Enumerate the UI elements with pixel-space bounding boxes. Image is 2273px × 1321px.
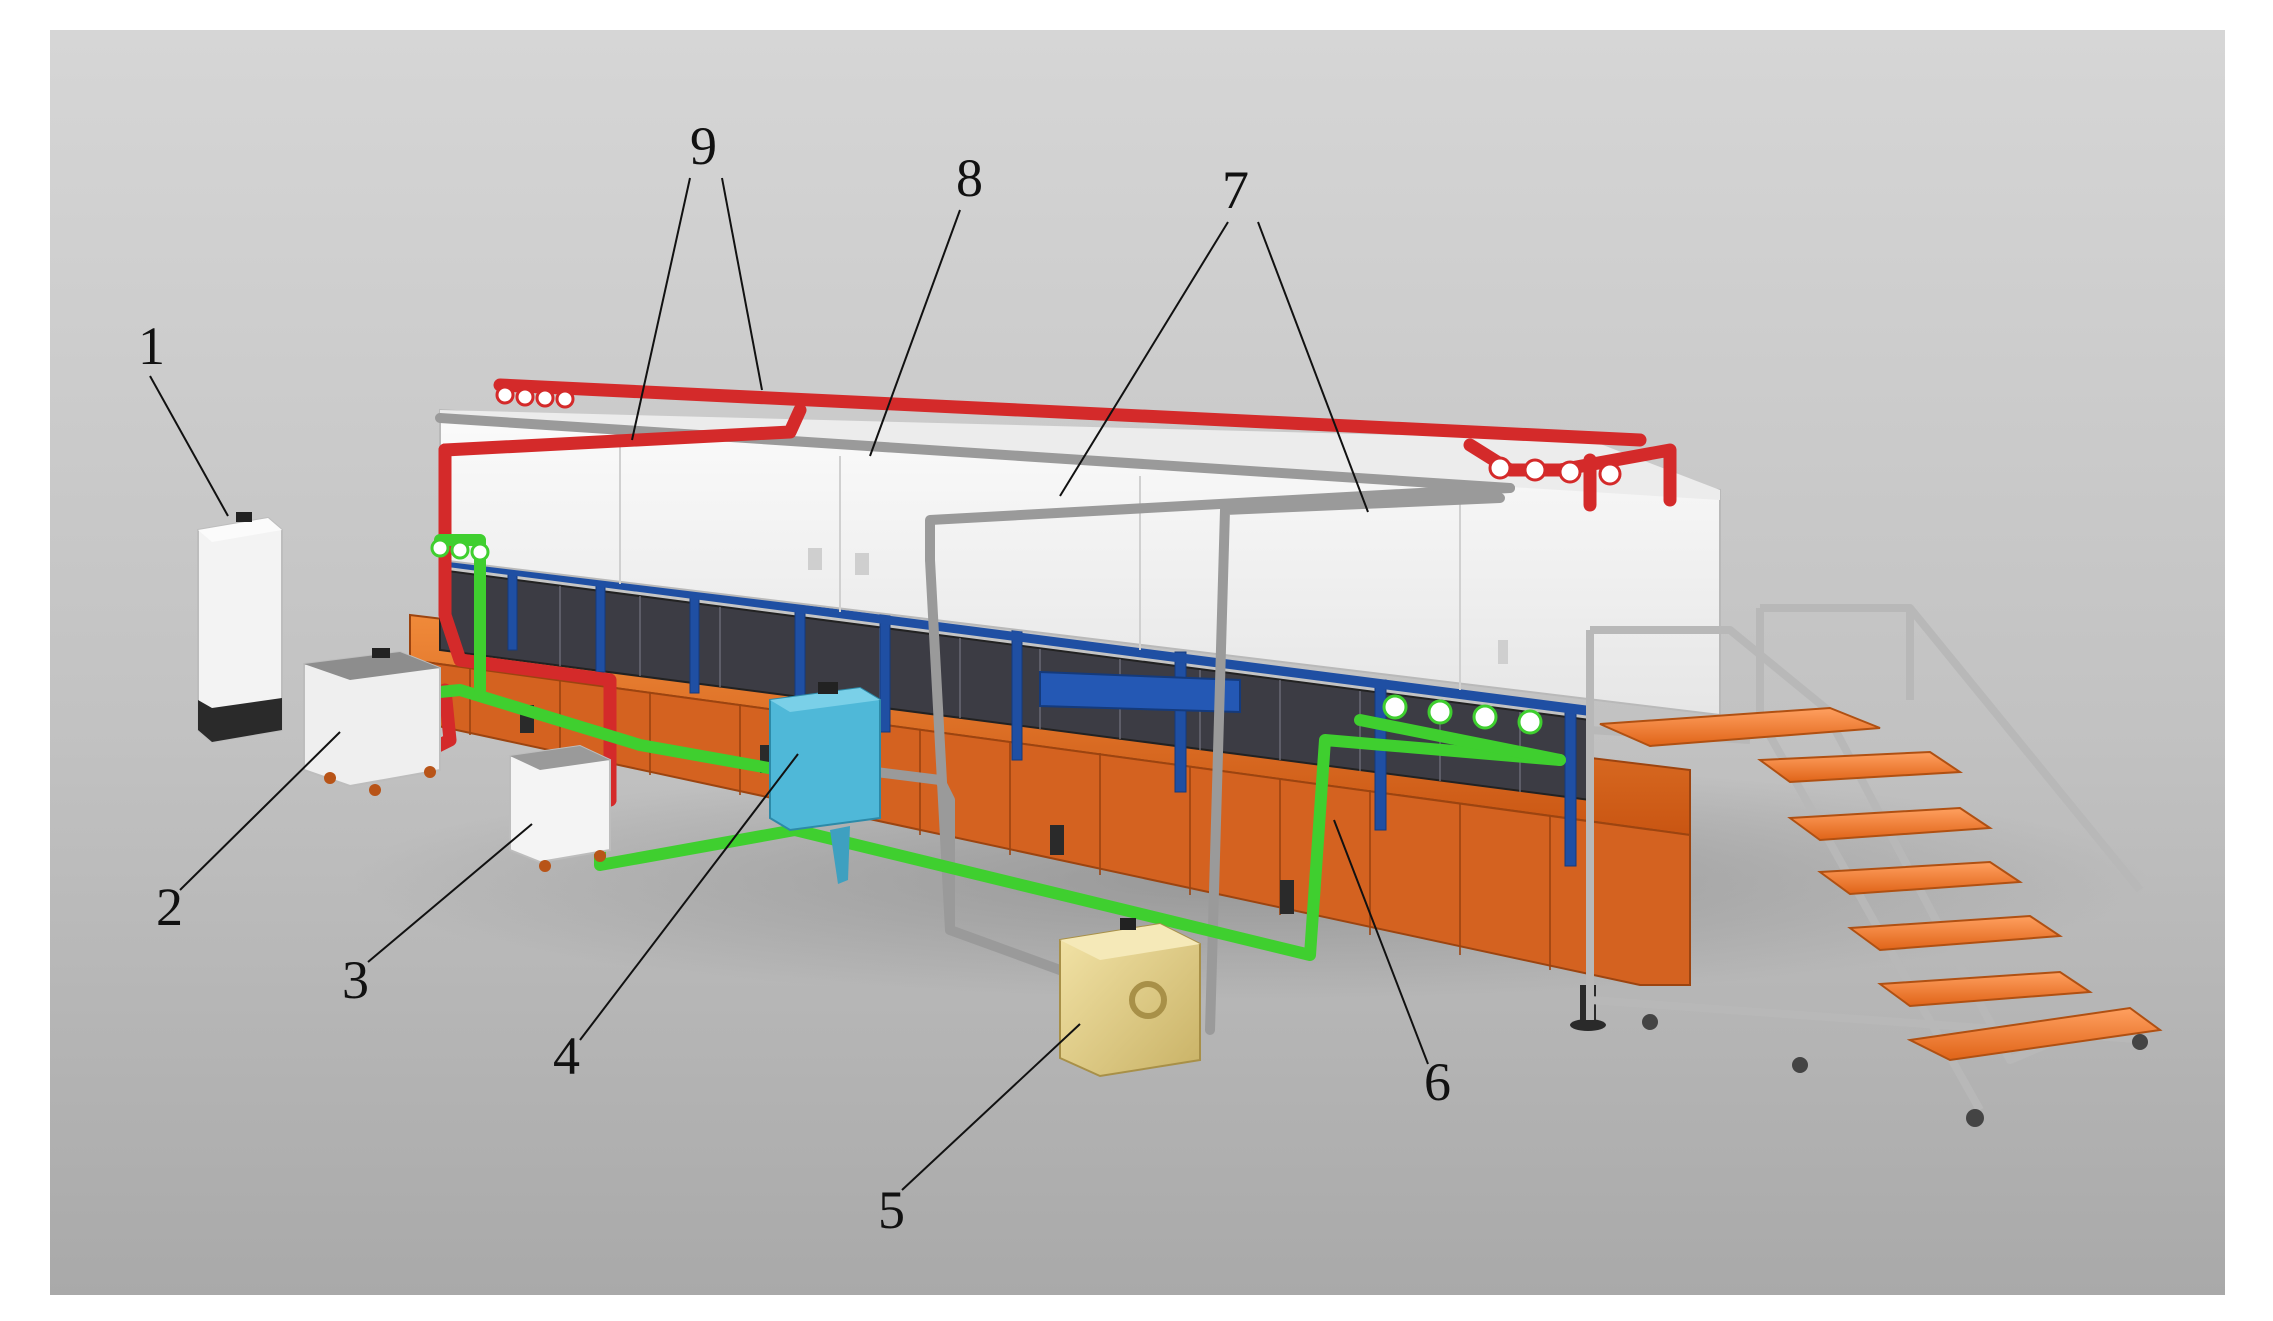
callout-label-4: 4 <box>553 1026 580 1086</box>
callout-label-7: 7 <box>1222 160 1249 220</box>
tall-cabinet <box>197 512 283 744</box>
white-unit-3 <box>509 744 611 872</box>
callout-label-6: 6 <box>1424 1052 1451 1112</box>
callout-label-5: 5 <box>878 1180 905 1240</box>
callout-label-8: 8 <box>956 148 983 208</box>
gray-pipes <box>435 413 1515 1035</box>
callout-label-1: 1 <box>138 316 165 376</box>
callout-label-9: 9 <box>690 116 717 176</box>
tank-section <box>439 558 1591 867</box>
white-tank-2 <box>303 648 441 796</box>
callout-label-3: 3 <box>342 950 369 1010</box>
callout-label-2: 2 <box>156 877 183 937</box>
staircase <box>1586 604 2163 1127</box>
leader-lines <box>149 177 1429 1191</box>
blue-box-4 <box>769 682 881 884</box>
callout-labels: 1 2 3 4 5 6 7 8 9 <box>138 116 1451 1240</box>
gold-box-5 <box>1059 918 1201 1078</box>
